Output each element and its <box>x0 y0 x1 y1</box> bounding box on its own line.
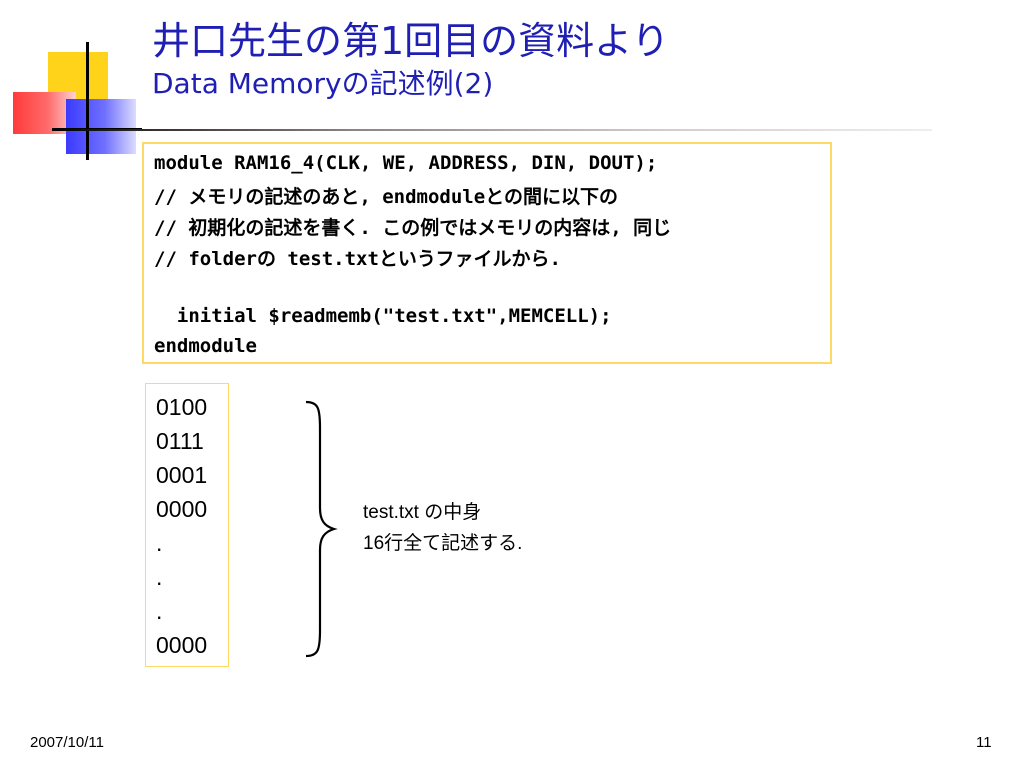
logo-red-square <box>13 92 76 134</box>
code-line: endmodule <box>154 335 257 357</box>
code-line: module RAM16_4(CLK, WE, ADDRESS, DIN, DO… <box>154 152 658 174</box>
code-line: // folderの test.txtというファイルから. <box>154 248 561 270</box>
code-line: // 初期化の記述を書く. この例ではメモリの内容は, 同じ <box>154 217 672 239</box>
code-line: initial $readmemb("test.txt",MEMCELL); <box>154 305 612 327</box>
code-line: // メモリの記述のあと, endmoduleとの間に以下の <box>154 186 618 208</box>
memory-value: . <box>156 598 163 624</box>
page-number: 11 <box>976 734 992 751</box>
slide-title: 井口先生の第1回目の資料より <box>152 19 670 63</box>
footer-date: 2007/10/11 <box>30 734 104 751</box>
title-divider <box>52 129 932 131</box>
logo-vertical-line <box>86 42 89 160</box>
curly-brace-icon <box>305 400 338 658</box>
slide-subtitle: Data Memoryの記述例(2) <box>152 67 494 100</box>
logo-blue-square <box>66 99 136 154</box>
memory-value: 0000 <box>156 632 208 658</box>
memory-value: 0001 <box>156 462 208 488</box>
code-box: module RAM16_4(CLK, WE, ADDRESS, DIN, DO… <box>142 142 832 364</box>
memory-value: . <box>156 530 163 556</box>
slide-logo-decoration <box>0 0 150 165</box>
memory-value: . <box>156 564 163 590</box>
memory-value: 0111 <box>156 428 204 454</box>
memory-value: 0100 <box>156 394 208 420</box>
memory-value: 0000 <box>156 496 208 522</box>
description-note: 16行全て記述する. <box>363 533 523 554</box>
memory-values-box: 0100 0111 0001 0000 . . . 0000 <box>145 383 229 667</box>
description-filename: test.txt の中身 <box>363 502 482 523</box>
